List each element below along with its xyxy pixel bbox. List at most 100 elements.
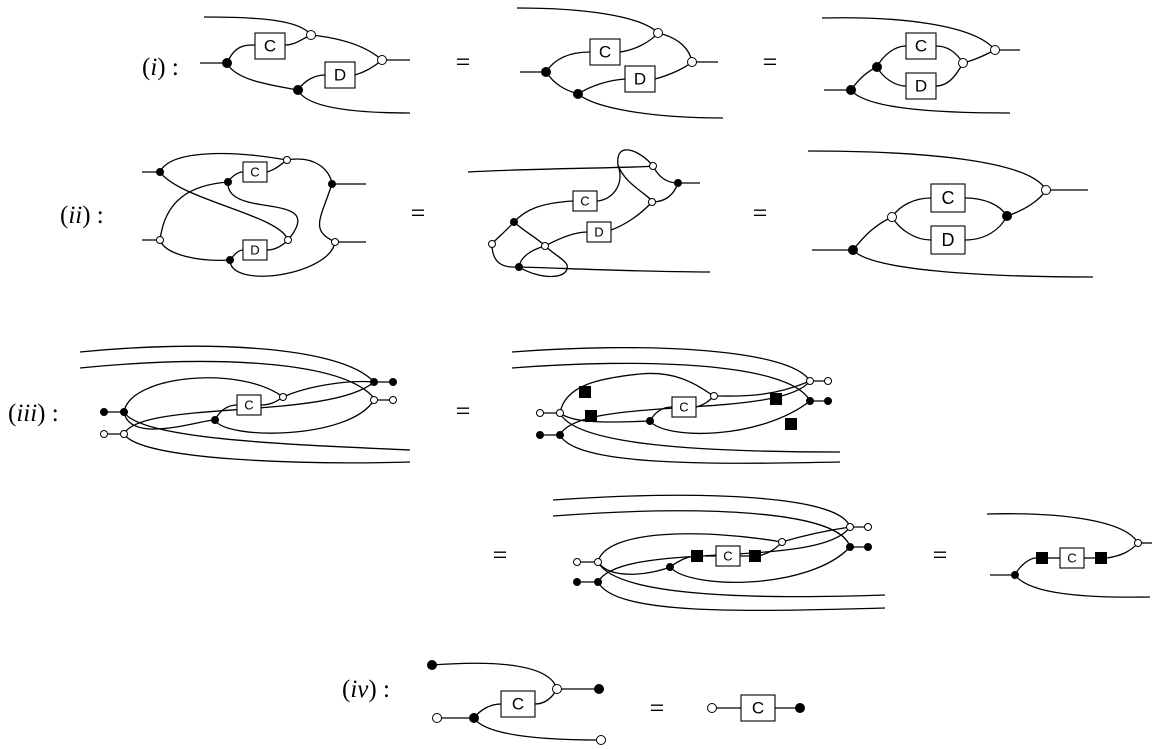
black-node: [156, 168, 164, 176]
diagram-ii-2: C D: [467, 149, 711, 278]
black-node: [100, 408, 108, 416]
black-node: [594, 578, 602, 586]
white-node: [573, 558, 581, 566]
black-node: [1011, 571, 1019, 579]
white-node: [306, 30, 316, 40]
white-node: [156, 236, 164, 244]
label-ii: (ii) :: [60, 202, 104, 229]
box-c-label: C: [942, 188, 955, 208]
black-node: [389, 378, 397, 386]
black-node: [226, 256, 234, 264]
black-square: [585, 410, 597, 422]
white-node: [846, 523, 854, 531]
black-square: [579, 386, 591, 398]
black-node: [846, 85, 856, 95]
box-c-label: C: [264, 37, 276, 56]
box-c-label: C: [915, 37, 927, 56]
box-d-label: D: [334, 66, 346, 85]
white-node: [1134, 539, 1142, 547]
box-d: [586, 221, 612, 243]
label-iv: (iv) :: [342, 676, 390, 703]
box-c-label: C: [512, 695, 524, 714]
equals-sign: =: [753, 199, 768, 228]
box-d: [905, 72, 937, 100]
diagram-iii-1: C: [79, 345, 411, 464]
white-node: [864, 523, 872, 531]
white-node: [990, 45, 1000, 55]
diagram-ii-3: C D: [807, 150, 1094, 278]
diagram-iii-4: C: [986, 513, 1152, 598]
black-square: [691, 550, 703, 562]
equals-sign: =: [650, 694, 665, 723]
black-square: [1095, 552, 1107, 564]
box-c-label: C: [752, 699, 764, 718]
equals-sign: =: [493, 541, 508, 570]
label-iii: (iii) :: [8, 400, 59, 427]
black-node: [556, 431, 564, 439]
black-square: [749, 550, 761, 562]
equals-sign: =: [456, 397, 471, 426]
white-node: [279, 393, 287, 401]
box-c: [715, 545, 741, 567]
white-node: [778, 538, 786, 546]
black-node: [541, 67, 551, 77]
box-d-label: D: [942, 230, 955, 250]
equals-sign: =: [456, 48, 471, 77]
black-node: [469, 713, 479, 723]
box-d-label: D: [250, 243, 259, 258]
box-c-label: C: [679, 400, 688, 415]
box-c: [1059, 547, 1085, 569]
white-node: [488, 240, 496, 248]
label-i: (i) :: [142, 54, 179, 81]
white-node: [594, 558, 602, 566]
white-node: [389, 396, 397, 404]
black-node: [573, 89, 583, 99]
white-node: [331, 238, 339, 246]
black-node: [806, 397, 814, 405]
white-node: [370, 396, 378, 404]
white-node: [556, 409, 564, 417]
black-node: [594, 684, 604, 694]
box-c-label: C: [244, 398, 253, 413]
white-node: [687, 57, 697, 67]
white-node: [806, 377, 814, 385]
equals-sign: =: [411, 199, 426, 228]
equals-sign: =: [933, 541, 948, 570]
white-node: [707, 703, 717, 713]
black-node: [211, 416, 219, 424]
white-node: [536, 409, 544, 417]
white-node: [958, 58, 968, 68]
box-c: [242, 161, 268, 183]
black-node: [848, 245, 858, 255]
box-c: [254, 32, 286, 60]
white-node: [710, 392, 718, 400]
box-c-label: C: [250, 165, 259, 180]
box-c: [236, 394, 262, 416]
white-node: [649, 162, 657, 170]
black-node: [864, 543, 872, 551]
box-c: [500, 690, 536, 718]
box-d: [242, 239, 268, 261]
black-node: [515, 263, 523, 271]
black-node: [536, 431, 544, 439]
box-d: [930, 225, 966, 255]
white-node: [887, 212, 897, 222]
box-d-label: D: [915, 77, 927, 96]
black-node: [222, 58, 232, 68]
black-node: [666, 563, 674, 571]
white-node: [283, 156, 291, 164]
box-d-label: D: [594, 225, 603, 240]
white-node: [1041, 185, 1051, 195]
black-node: [573, 578, 581, 586]
box-c-label: C: [1067, 551, 1076, 566]
white-node: [648, 198, 656, 206]
equals-sign: =: [763, 48, 778, 77]
white-node: [552, 684, 562, 694]
box-c: [930, 183, 966, 213]
black-node: [674, 179, 682, 187]
black-node: [224, 178, 232, 186]
diagram-iii-2: C: [511, 346, 841, 464]
black-node: [646, 417, 654, 425]
box-c: [589, 38, 621, 66]
